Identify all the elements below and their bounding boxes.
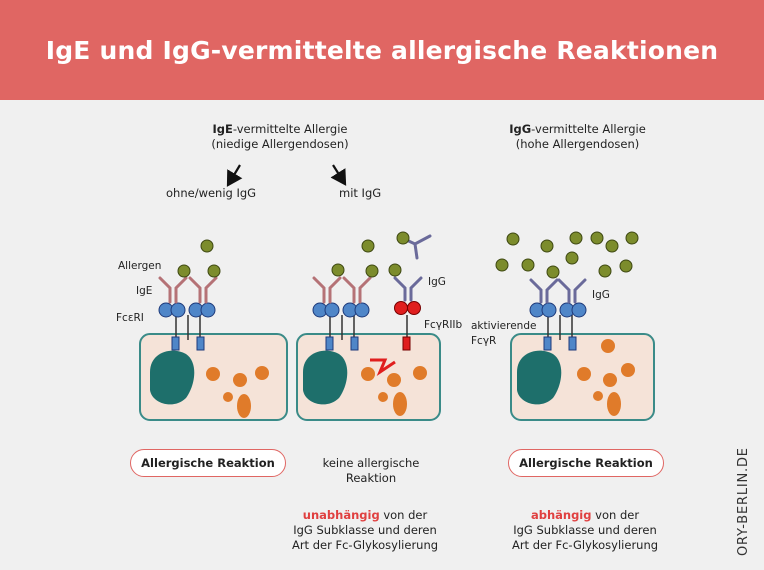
nucleus-1	[150, 350, 195, 405]
label-fcgriib: FcγRIIb	[424, 319, 463, 331]
allergens-3	[495, 231, 639, 279]
label-igg-right: IgG	[592, 289, 610, 301]
mast-cell-1	[139, 333, 288, 421]
branch-label-right: mit IgG	[339, 186, 382, 200]
label-igg-middle: IgG	[428, 276, 446, 288]
left-heading: IgE-vermittelte Allergie (niedige Allerg…	[211, 122, 349, 151]
arrow-left	[226, 164, 243, 187]
note-right: abhängig von der IgG Subklasse und deren…	[511, 508, 659, 552]
allergen-dot	[177, 264, 191, 278]
label-ige: IgE	[136, 285, 153, 297]
label-fcgr: FcγR	[471, 335, 497, 347]
watermark: ORY-BERLIN.DE	[736, 447, 751, 556]
label-fceri: FcεRI	[116, 312, 144, 324]
header-banner: IgE und IgG-vermittelte allergische Reak…	[0, 0, 764, 100]
result-left-pill: Allergische Reaktion	[130, 449, 286, 477]
note-middle: unabhängig von der IgG Subklasse und der…	[291, 508, 439, 552]
receptors-1	[158, 302, 216, 351]
nucleus-2	[303, 350, 348, 405]
right-heading: IgG-vermittelte Allergie (hohe Allergend…	[509, 122, 646, 151]
result-right-pill: Allergische Reaktion	[508, 449, 664, 477]
mast-cell-2	[296, 333, 441, 421]
igg-antibodies-3	[529, 278, 587, 304]
label-aktivierende: aktivierende	[471, 320, 537, 332]
allergen-dot	[200, 239, 214, 253]
inhibition-symbol	[370, 358, 396, 376]
page-title: IgE und IgG-vermittelte allergische Reak…	[45, 35, 719, 65]
nucleus-3	[517, 350, 562, 405]
igg-antibodies-2	[393, 234, 432, 302]
arrow-right	[330, 164, 347, 186]
receptors-2	[312, 301, 421, 351]
ige-antibodies-2	[312, 276, 372, 304]
branch-label-left: ohne/wenig IgG	[166, 186, 257, 200]
ige-antibodies-1	[158, 276, 218, 304]
label-allergen: Allergen	[118, 260, 162, 272]
allergen-dot	[207, 264, 221, 278]
mast-cell-3	[510, 333, 655, 421]
receptors-3	[529, 302, 587, 351]
